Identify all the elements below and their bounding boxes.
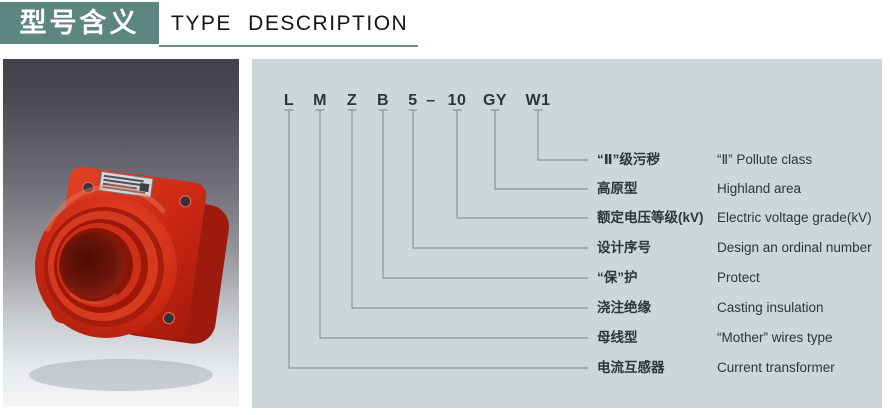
line-10: [452, 109, 588, 219]
legend-cn-label: 电流互感器: [597, 360, 665, 375]
line-b: [378, 109, 588, 279]
legend-row-highland-area: 高原型 Highland area: [252, 180, 882, 198]
line-gy: [490, 109, 588, 190]
legend-en-label: “Ⅱ” Pollute class: [717, 152, 813, 167]
line-5: [408, 109, 588, 249]
code-token-gy: GY: [482, 92, 508, 109]
bolt-hole: [82, 181, 95, 194]
current-transformer-illustration: [3, 59, 239, 407]
product-photo: [3, 59, 239, 407]
legend-cn-label: “Ⅱ”级污秽: [597, 152, 660, 167]
legend-row-design-number: 设计序号 Design an ordinal number: [252, 239, 882, 257]
line-z: [347, 109, 588, 309]
page-title-chinese: 型号含义: [19, 7, 140, 38]
legend-row-mother-wires-type: 母线型 “Mother” wires type: [252, 329, 882, 347]
bolt-hole: [179, 195, 192, 208]
legend-row-casting-insulation: 浇注绝缘 Casting insulation: [252, 299, 882, 317]
connector-lines: [284, 109, 588, 369]
legend-en-label: Design an ordinal number: [717, 240, 872, 255]
page-title-english: TYPE DESCRIPTION: [171, 12, 409, 35]
legend-row-pollute-class: “Ⅱ”级污秽 “Ⅱ” Pollute class: [252, 151, 882, 169]
line-w1: [533, 109, 588, 161]
code-token-b: B: [376, 92, 390, 109]
line-m: [315, 109, 588, 339]
legend-en-label: Highland area: [717, 181, 802, 196]
code-token-w1: W1: [525, 92, 551, 109]
insulator-rings: [35, 184, 177, 338]
code-separator: –: [426, 92, 436, 109]
legend-cn-label: 母线型: [597, 330, 638, 345]
line-l: [284, 109, 588, 369]
legend-row-current-transformer: 电流互感器 Current transformer: [252, 359, 882, 377]
legend-cn-label: 额定电压等级(kV): [597, 210, 704, 225]
type-description-panel: L M Z B 5 – 10 GY W1 “Ⅱ”级污秽 “Ⅱ” Pollute …: [252, 59, 882, 408]
legend-en-label: “Mother” wires type: [717, 330, 833, 345]
legend-en-label: Casting insulation: [717, 300, 824, 315]
code-token-l: L: [283, 92, 295, 109]
legend-cn-label: 设计序号: [597, 240, 651, 255]
bolt-hole: [162, 312, 175, 325]
code-token-5: 5: [408, 92, 418, 109]
conductor-hole: [60, 232, 126, 298]
legend-row-voltage-grade: 额定电压等级(kV) Electric voltage grade(kV): [252, 209, 882, 227]
code-token-m: M: [313, 92, 327, 109]
legend-cn-label: 高原型: [597, 181, 638, 196]
product-shadow: [29, 359, 213, 391]
legend-en-label: Protect: [717, 270, 760, 285]
header-underline: [159, 45, 418, 47]
legend-en-label: Electric voltage grade(kV): [717, 210, 872, 225]
legend-cn-label: “保”护: [597, 270, 638, 285]
code-token-z: Z: [346, 92, 358, 109]
code-token-10: 10: [447, 92, 467, 109]
header-title-box: 型号含义: [0, 2, 159, 44]
legend-row-protect: “保”护 Protect: [252, 269, 882, 287]
legend-en-label: Current transformer: [717, 360, 835, 375]
legend-cn-label: 浇注绝缘: [597, 300, 651, 315]
nameplate: [98, 170, 154, 199]
